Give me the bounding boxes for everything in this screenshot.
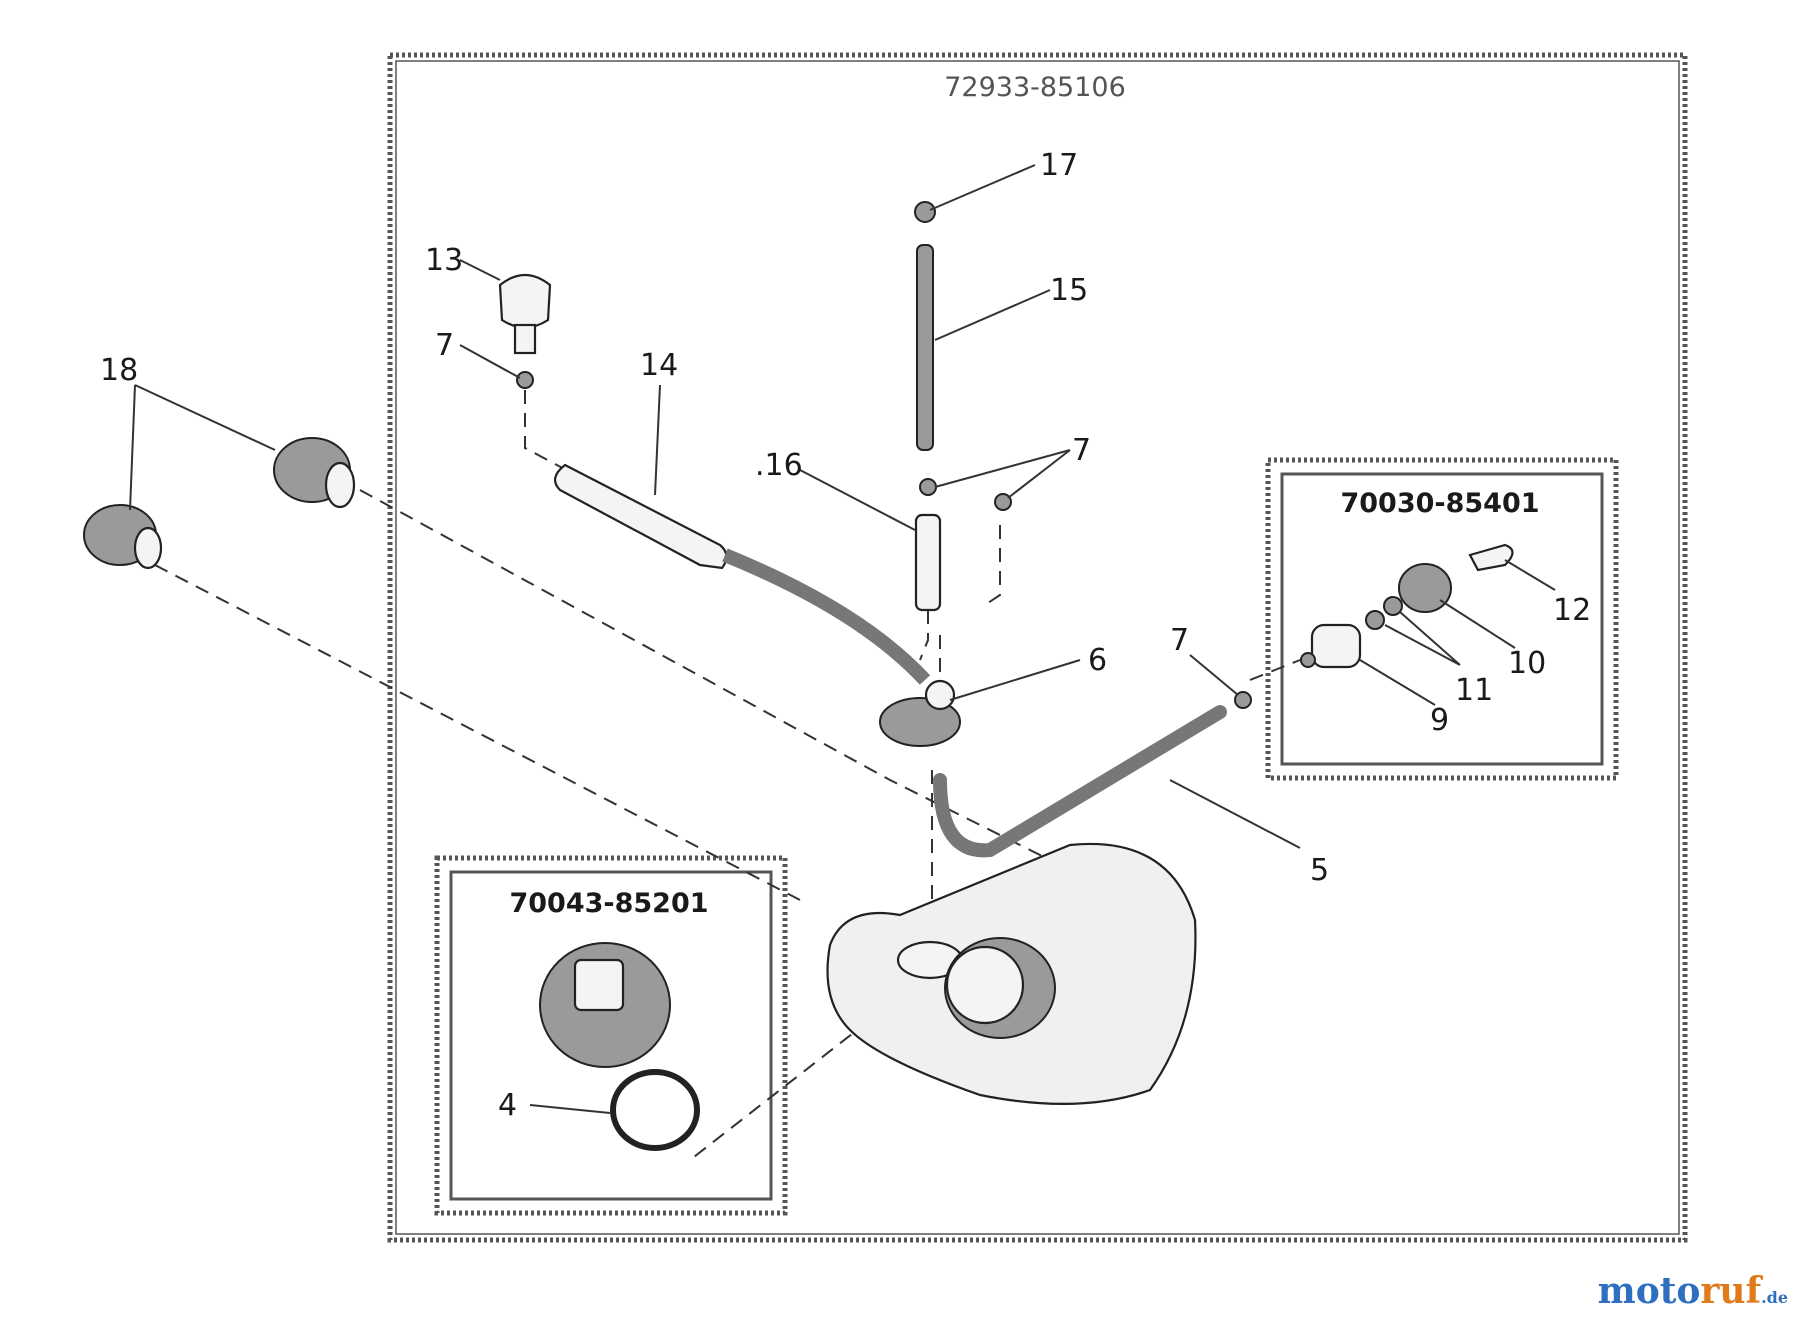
leader-7a (459, 344, 521, 379)
leader-4 (529, 1104, 611, 1114)
part-fuel-cap (539, 942, 671, 1068)
fuel-tank (826, 842, 1197, 1105)
assembly-line-filter (1249, 659, 1301, 681)
callout-16: .16 (755, 448, 803, 483)
assembly-line-13 (524, 390, 571, 473)
leader-13 (459, 259, 501, 281)
callout-13: 13 (425, 243, 463, 278)
watermark-part1: moto (1597, 1270, 1701, 1312)
callout-12: 12 (1553, 593, 1591, 628)
part-7-clip-b (919, 478, 937, 496)
callout-7b: 7 (1072, 433, 1091, 468)
callout-7a: 7 (435, 328, 454, 363)
leader-12 (1504, 559, 1556, 591)
watermark-logo: motoruf.de (1598, 1270, 1788, 1312)
cap-kit-frame-inner (449, 870, 773, 1201)
part-16-connector (914, 513, 942, 612)
part-12-clip (1468, 543, 1514, 572)
leader-14 (654, 384, 661, 496)
part-14-hose-sleeve (553, 463, 931, 685)
leader-18 (129, 384, 276, 511)
leader-5 (1169, 779, 1301, 849)
part-4-gasket (610, 1069, 700, 1151)
callout-15: 15 (1050, 273, 1088, 308)
part-15-tube (916, 244, 934, 451)
part-7-clip-a (516, 371, 534, 389)
part-5-fuel-line (933, 705, 1227, 858)
part-18-grommet-a (273, 437, 356, 509)
main-assembly-frame (387, 52, 1688, 1243)
part-10-weight (1398, 563, 1452, 613)
main-assembly-frame-inner (395, 60, 1680, 1235)
callout-14: 14 (640, 348, 678, 383)
callout-11: 11 (1455, 673, 1493, 708)
leader-10 (1439, 599, 1516, 649)
leader-6 (949, 659, 1081, 701)
filter-kit-number: 70030-85401 (1340, 488, 1539, 519)
part-9-fuel-filter (1300, 623, 1362, 669)
part-7-clip-d (1234, 691, 1252, 709)
leader-11 (1384, 611, 1461, 666)
cap-kit-frame (434, 855, 788, 1216)
callout-18: 18 (100, 353, 138, 388)
assembly-line-16 (919, 610, 929, 661)
part-17-clip (914, 201, 936, 223)
main-assembly-number: 72933-85106 (944, 72, 1126, 103)
callout-4: 4 (498, 1088, 517, 1123)
part-13-primer-bulb (498, 273, 552, 355)
callout-6: 6 (1088, 643, 1107, 678)
watermark-tld: .de (1761, 1288, 1788, 1307)
watermark-part2: ruf (1700, 1270, 1762, 1312)
callout-9: 9 (1430, 703, 1449, 738)
part-6-tank-grommet (879, 679, 961, 747)
callout-5: 5 (1310, 853, 1329, 888)
callout-7c: 7 (1170, 623, 1189, 658)
callout-10: 10 (1508, 646, 1546, 681)
leader-15 (934, 289, 1051, 341)
filter-kit-frame-inner (1280, 472, 1604, 766)
part-18-grommet-b (83, 504, 163, 570)
leader-16 (799, 469, 916, 531)
leader-7b (934, 449, 1071, 499)
leader-7d (1189, 654, 1239, 696)
assembly-line-18b (154, 564, 801, 901)
filter-kit-frame (1265, 457, 1619, 781)
part-11-washer-a (1365, 610, 1385, 630)
callout-17: 17 (1040, 148, 1078, 183)
leader-9 (1359, 659, 1436, 706)
assembly-line-7b (984, 525, 1001, 606)
part-7-clip-c (994, 493, 1012, 511)
part-11-washer-b (1383, 596, 1403, 616)
leader-17 (929, 164, 1036, 211)
cap-kit-number: 70043-85201 (509, 888, 708, 919)
